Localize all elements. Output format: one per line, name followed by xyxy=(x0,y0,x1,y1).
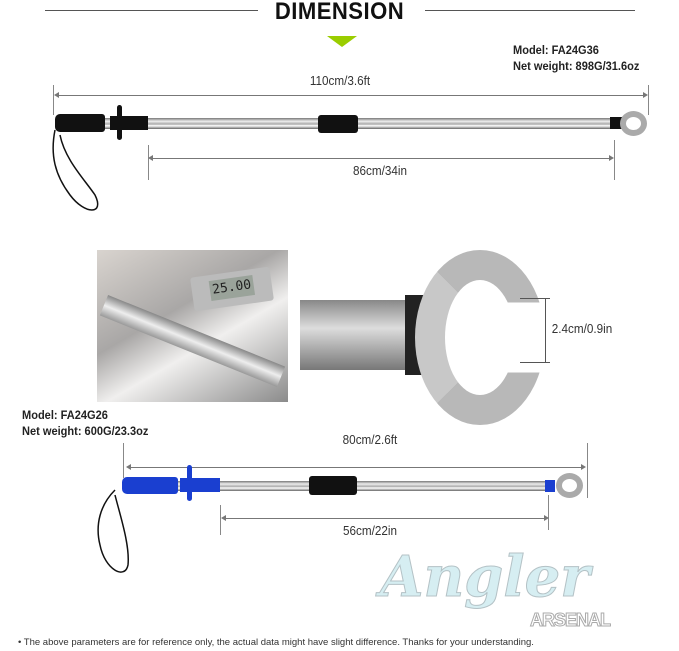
model-large: Model: FA24G36 xyxy=(513,43,599,57)
down-triangle-icon xyxy=(327,36,357,47)
title-rule-right xyxy=(425,10,635,11)
tick xyxy=(587,443,588,498)
jaw-opening-bracket xyxy=(545,298,546,362)
tick xyxy=(148,145,149,180)
caliper-display: 25.00 xyxy=(208,275,256,301)
jaw-opening-label: 2.4cm/0.9in xyxy=(551,321,613,336)
watermark-sub: ARSENAL xyxy=(529,610,611,631)
tick xyxy=(648,85,649,115)
watermark-brand: Angler xyxy=(380,544,591,610)
watermark-logo: Angler ARSENAL xyxy=(380,546,640,632)
shaft-length-arrow-small xyxy=(221,515,549,521)
caliper-photo: 25.00 xyxy=(97,250,288,402)
shaft-length-large: 86cm/34in xyxy=(353,163,407,178)
tick xyxy=(220,505,221,535)
page-title: DIMENSION xyxy=(274,0,405,25)
shaft-length-small: 56cm/22in xyxy=(343,523,397,538)
disclaimer-text: The above parameters are for reference o… xyxy=(23,637,534,648)
model-small: Model: FA24G26 xyxy=(22,408,108,422)
jaw-closeup-photo xyxy=(300,245,545,425)
weight-small: Net weight: 600G/23.3oz xyxy=(22,424,149,438)
tick xyxy=(520,298,550,299)
total-length-small: 80cm/2.6ft xyxy=(342,432,398,447)
total-length-large: 110cm/3.6ft xyxy=(309,73,371,88)
tick xyxy=(520,362,550,363)
disclaimer: • The above parameters are for reference… xyxy=(18,637,534,648)
total-length-arrow xyxy=(54,92,648,98)
tick xyxy=(548,495,549,530)
shaft-length-arrow xyxy=(148,155,614,161)
weight-large: Net weight: 898G/31.6oz xyxy=(513,59,640,73)
title-rule-left xyxy=(45,10,258,11)
tick xyxy=(53,85,54,115)
total-length-arrow-small xyxy=(126,464,586,470)
tick xyxy=(614,140,615,180)
tick xyxy=(123,443,124,478)
